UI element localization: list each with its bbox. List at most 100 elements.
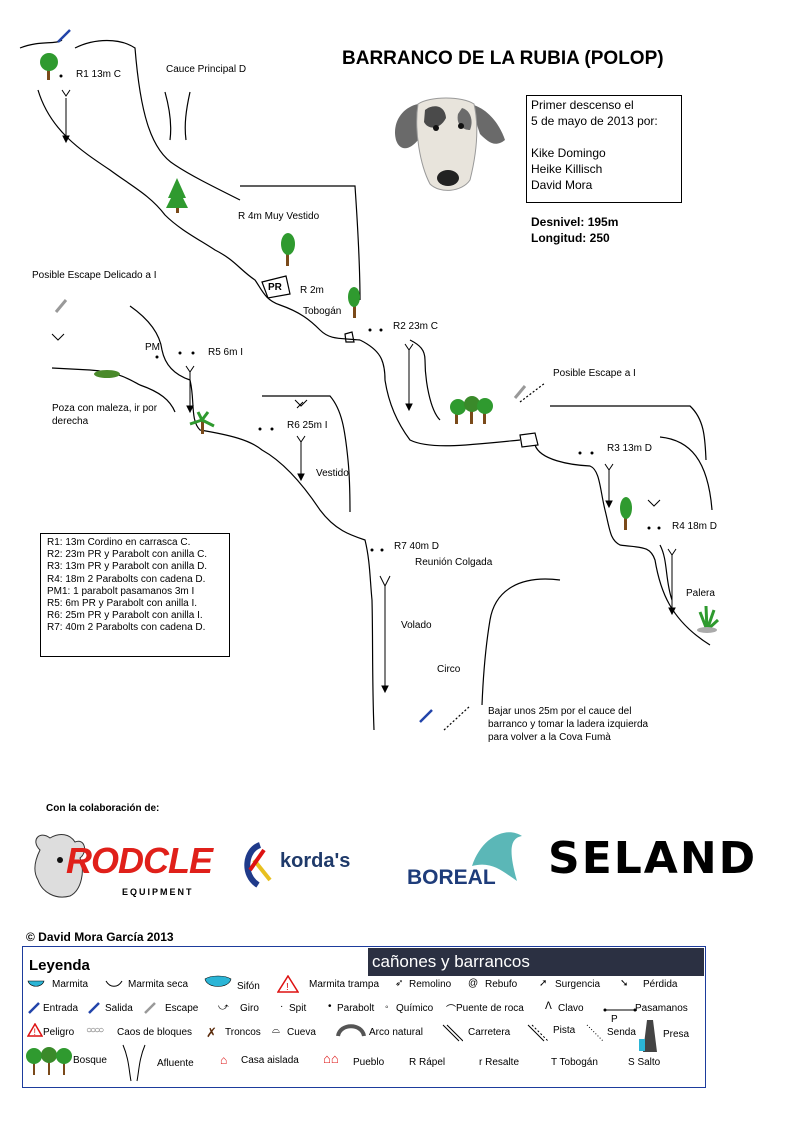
anchor-r6 <box>296 435 306 443</box>
pueblo-icon: ⌂⌂ <box>323 1051 339 1066</box>
direction-arrows <box>54 29 527 723</box>
forest-icon <box>450 396 493 424</box>
dog-picture <box>394 97 505 191</box>
bolt <box>379 328 383 332</box>
wall-circo-right <box>481 578 561 706</box>
carretera-icon <box>442 1024 463 1042</box>
rappel-item: R4: 18m 2 Parabolts con cadena D. <box>47 573 206 585</box>
legend-escape: Escape <box>165 1003 199 1014</box>
label-escape-delicado: Posible Escape Delicado a I <box>32 270 157 281</box>
tree-icon <box>40 53 58 80</box>
label-pm: PM <box>145 342 160 353</box>
legend-casa: Casa aislada <box>241 1055 299 1066</box>
legend-rapel: R Rápel <box>409 1057 446 1068</box>
label-pr: PR <box>268 282 282 293</box>
marmita-seca-icon <box>105 980 123 987</box>
kordas-name: korda's <box>280 850 351 872</box>
arrowhead <box>605 500 613 509</box>
svg-text:!: ! <box>34 1027 37 1037</box>
copyright: © David Mora García 2013 <box>26 930 174 944</box>
rappel-item: R1: 13m Cordino en carrasca C. <box>47 537 191 548</box>
senda-icon <box>586 1024 604 1042</box>
legend-entrada: Entrada <box>43 1003 79 1014</box>
legend-banner: cañones y barrancos <box>368 948 704 976</box>
tree-icon <box>620 497 632 530</box>
legend-giro: Giro <box>240 1003 259 1014</box>
boreal-logo: BOREAL <box>405 826 525 889</box>
bolt <box>178 351 182 355</box>
bush-icon <box>94 370 120 378</box>
wall-r6-right <box>262 395 351 513</box>
legend-puente: Puente de roca <box>456 1003 524 1014</box>
arrowhead <box>668 607 676 616</box>
legend-rebufo: Rebufo <box>485 979 518 990</box>
afluente-icon <box>122 1044 146 1082</box>
bolt <box>370 548 374 552</box>
arrowhead <box>62 135 70 144</box>
arrowhead <box>381 685 389 694</box>
anchor-r5 <box>185 365 195 373</box>
anchor-r4 <box>667 548 677 556</box>
label-r5: R5 6m I <box>208 347 244 358</box>
label-circo: Circo <box>437 664 461 675</box>
legend-cueva: Cueva <box>287 1027 316 1038</box>
spit-icon: · <box>280 1001 284 1012</box>
legend-salida: Salida <box>105 1003 133 1014</box>
legend-presa: Presa <box>663 1029 690 1040</box>
label-volado: Volado <box>401 620 432 631</box>
wall-upper-right <box>74 39 241 201</box>
bolt <box>380 548 384 552</box>
bolt <box>59 74 63 78</box>
cueva-icon: ⌓ <box>272 1025 280 1036</box>
label-r2: R2 23m C <box>393 321 439 332</box>
bolt <box>657 526 661 530</box>
label-r6: R6 25m I <box>287 420 328 431</box>
wall-r4m <box>240 185 361 301</box>
legend-marmita-seca: Marmita seca <box>128 979 189 990</box>
arrowhead <box>297 473 305 482</box>
rappel-item: R7: 40m 2 Parabolts con cadena D. <box>47 622 206 634</box>
bosque-icon <box>26 1047 72 1075</box>
legend-box: Leyenda cañones y barrancos Marmita Marm… <box>22 946 706 1088</box>
anchor-r7 <box>379 575 391 588</box>
wall-main-left <box>37 89 361 341</box>
longitud: Longitud: 250 <box>531 231 610 245</box>
legend-pueblo: Pueblo <box>353 1057 385 1068</box>
stats: Desnivel: 195m Longitud: 250 <box>531 214 618 246</box>
koala-icon <box>34 834 86 898</box>
label-tobogan: Tobogán <box>303 306 342 317</box>
legend-quimico: Químico <box>396 1003 434 1014</box>
escape-arrow-icon <box>54 299 68 313</box>
wall-r3-left <box>534 444 711 646</box>
quimico-icon: ◦ <box>385 1002 389 1013</box>
sifon-icon <box>204 975 232 987</box>
rappel-item: R5: 6m PR y Parabolt con anilla I. <box>47 598 198 610</box>
troncos-icon: ✗ <box>206 1025 217 1040</box>
legend-surgencia: Surgencia <box>555 979 601 990</box>
escape-trail <box>519 382 546 403</box>
rappel-item: R6: 25m PR y Parabolt con anilla I. <box>47 610 203 622</box>
palera-plant-icon <box>697 605 720 633</box>
label-vestido: Vestido <box>316 468 349 479</box>
bolt-dots <box>59 74 661 552</box>
rebufo-icon: @ <box>468 978 479 989</box>
legend-resalte: r Resalte <box>479 1057 520 1068</box>
legend-tobogan: T Tobogán <box>551 1057 598 1068</box>
desnivel: Desnivel: 195m <box>531 215 619 229</box>
legend-arco: Arco natural <box>369 1027 423 1038</box>
collab-title: Con la colaboración de: <box>46 803 160 814</box>
turn-mark-r6 <box>294 399 308 409</box>
label-exit-3: para volver a la Cova Fumà <box>488 732 611 743</box>
label-reunion: Reunión Colgada <box>415 557 493 568</box>
wall-left-lower <box>129 305 375 731</box>
label-r3: R3 13m D <box>607 443 653 454</box>
label-palera: Palera <box>686 588 715 599</box>
legend-remolino: Remolino <box>409 979 452 990</box>
legend-troncos: Troncos <box>225 1027 261 1038</box>
label-cauce: Cauce Principal D <box>166 64 247 75</box>
legend-perdida: Pérdida <box>643 979 678 990</box>
label-poza-2: derecha <box>52 416 89 427</box>
rock-r3 <box>519 432 539 448</box>
rock-small <box>344 331 355 343</box>
bolt <box>191 351 195 355</box>
